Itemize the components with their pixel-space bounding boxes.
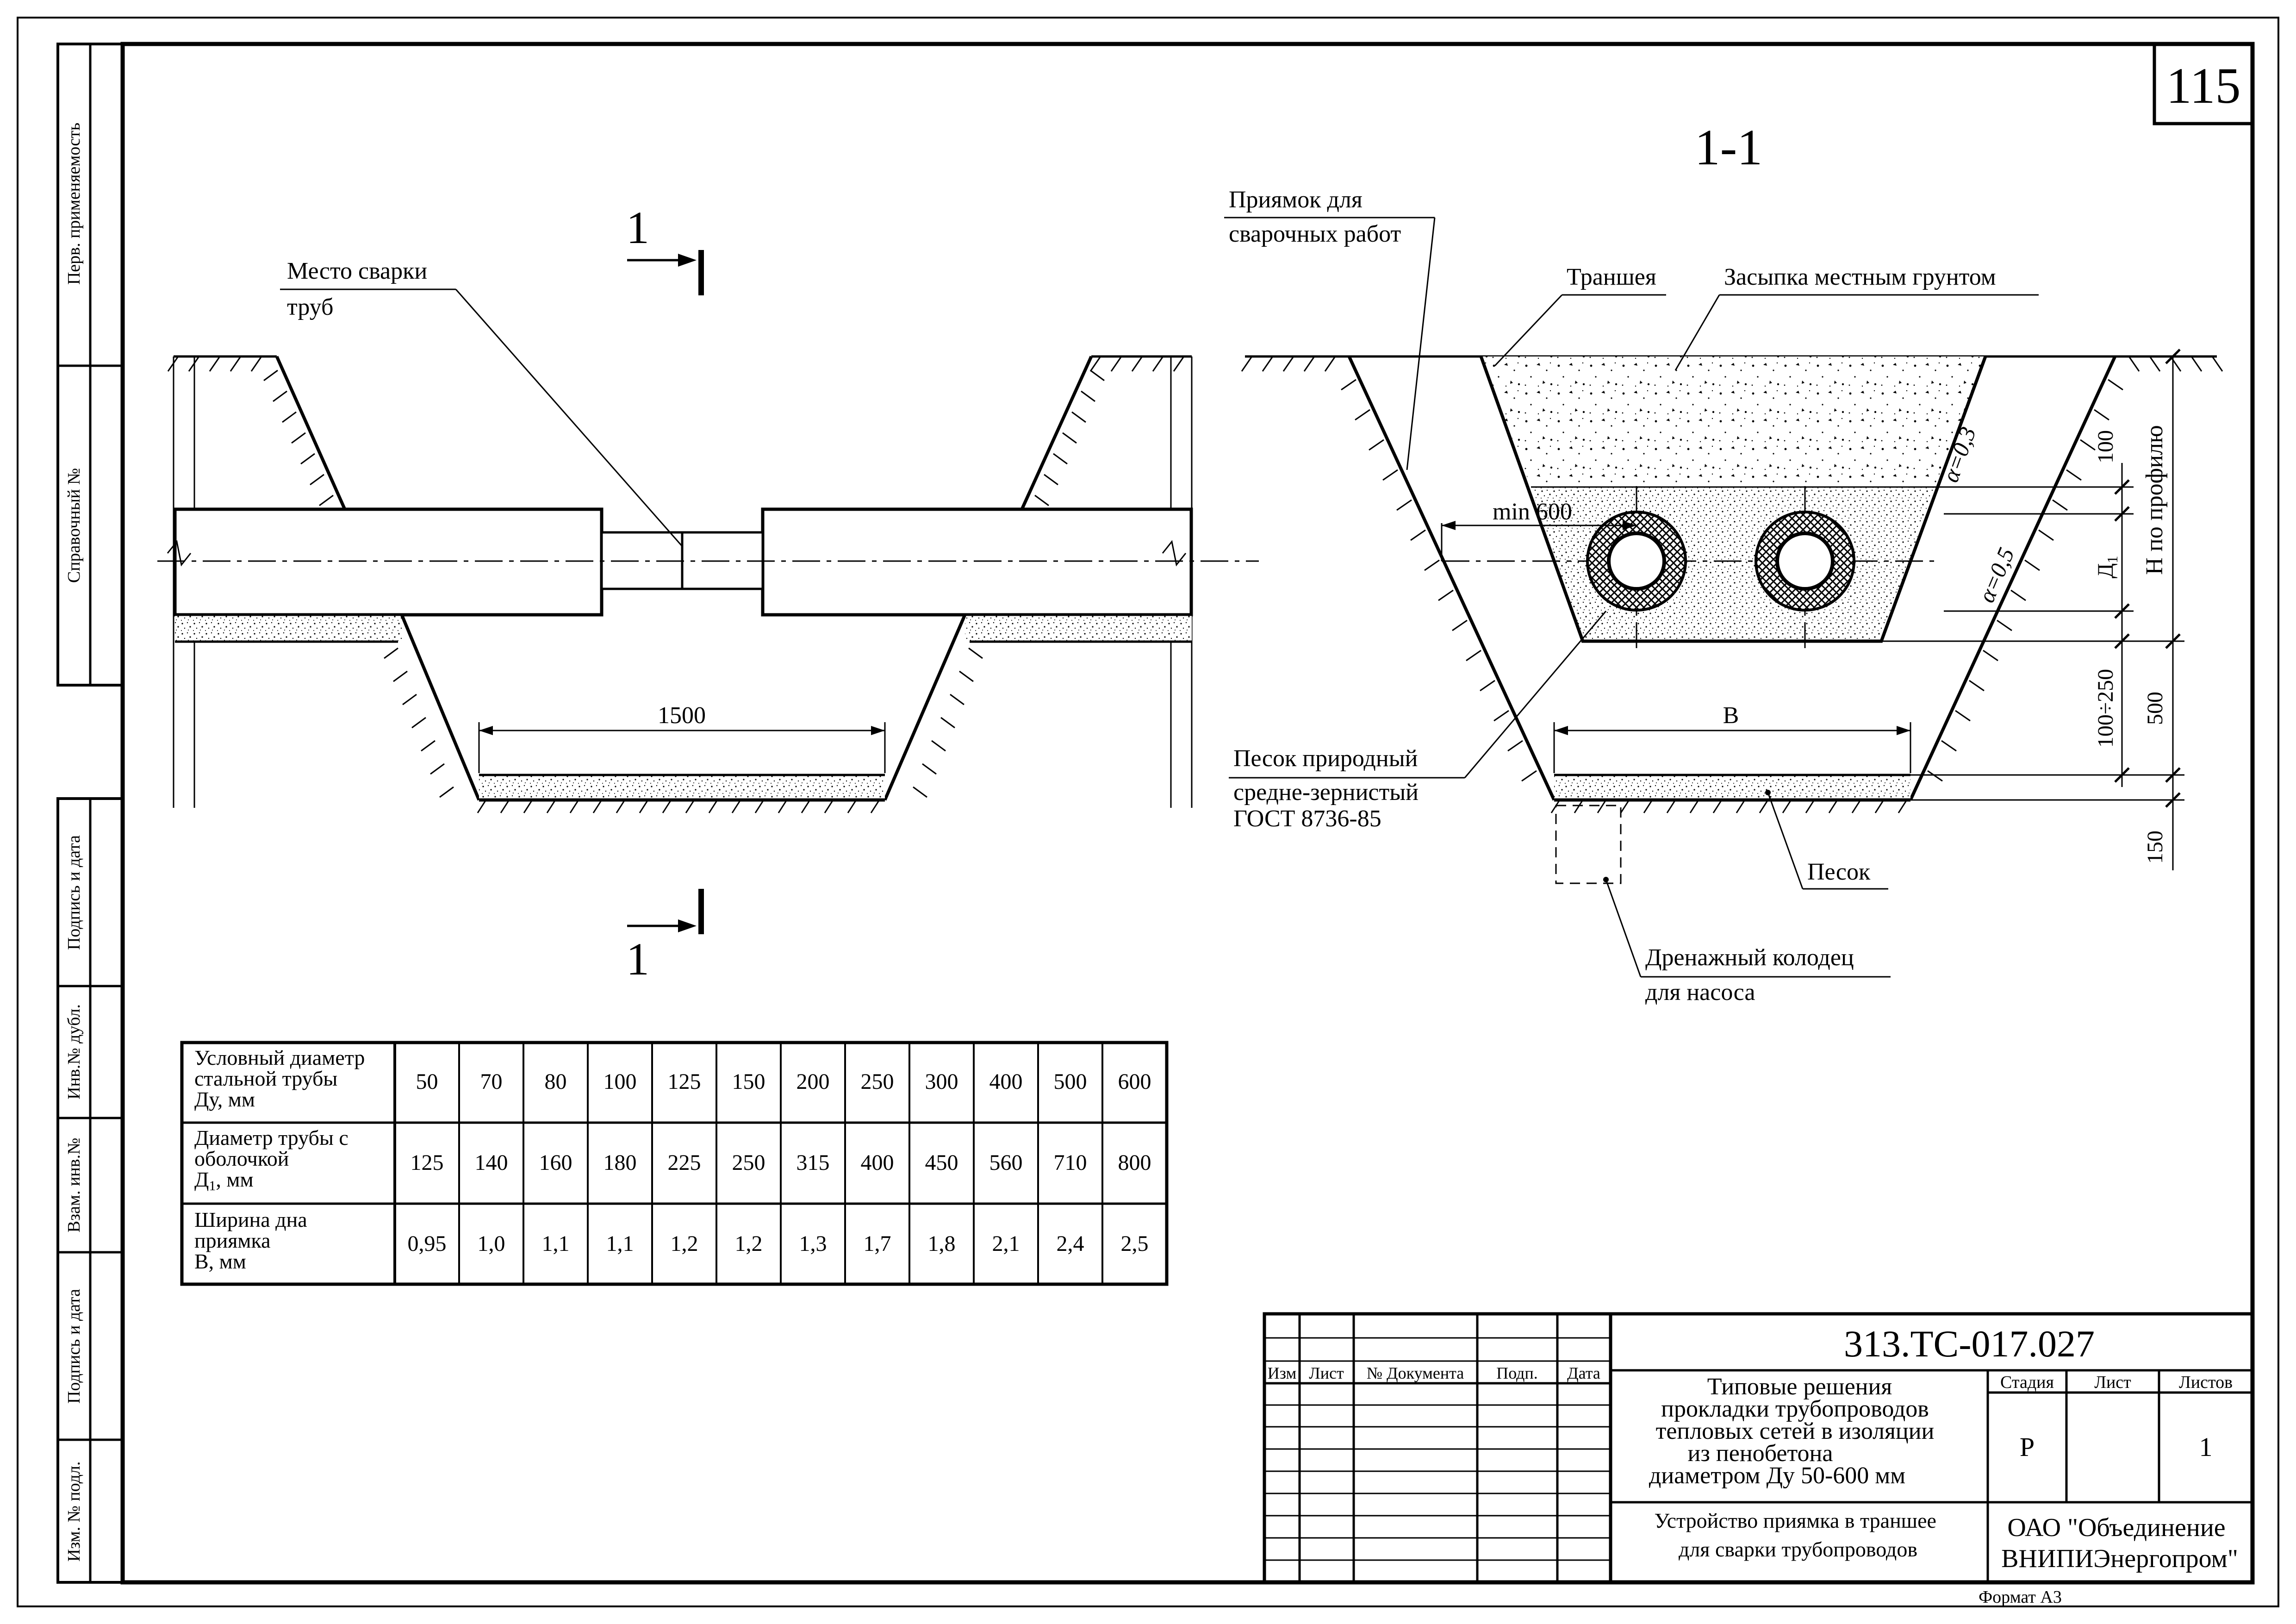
- slope-lower: α=0,5: [1973, 544, 2019, 606]
- stage-value: Р: [2020, 1432, 2035, 1462]
- section-mark-top: 1: [626, 202, 649, 253]
- table-cell: 560: [989, 1150, 1023, 1175]
- weld-label-line2: труб: [287, 294, 333, 320]
- section-mark-bottom: 1: [626, 933, 649, 985]
- table-cell: 125: [668, 1069, 701, 1094]
- table-cell: 0,95: [408, 1231, 447, 1256]
- sheet-format: Формат А3: [1979, 1587, 2062, 1607]
- table-cell: 250: [861, 1069, 894, 1094]
- hdr-list: Лист: [1309, 1364, 1344, 1382]
- hdr-data: Дата: [1567, 1364, 1600, 1382]
- title-block: Изм Лист № Документа Подп. Дата 313.ТС-0…: [1263, 1312, 2254, 1584]
- table-cell: 1,2: [735, 1231, 763, 1256]
- sheet-outer-frame: [17, 17, 2279, 1607]
- document-subtitle: Устройство приямка в траншее для сварки …: [1655, 1509, 1942, 1561]
- table-cell: 100: [604, 1069, 637, 1094]
- section-title: 1-1: [1695, 119, 1763, 175]
- table-cell: 1,3: [799, 1231, 827, 1256]
- min-dim: min 600: [1493, 499, 1572, 525]
- table-cell: 200: [796, 1069, 830, 1094]
- hdr-podp: Подп.: [1496, 1364, 1538, 1382]
- b-dim: В: [1723, 702, 1739, 729]
- hdr-izm: Изм: [1268, 1364, 1297, 1382]
- table-cell: 300: [925, 1069, 958, 1094]
- table-cell: 2,4: [1057, 1231, 1084, 1256]
- sheet-number: 115: [2166, 57, 2241, 114]
- table-cell: 400: [861, 1150, 894, 1175]
- table-cell: 2,5: [1121, 1231, 1149, 1256]
- well-label-line2: для насоса: [1645, 979, 1755, 1006]
- table-cell: 500: [1054, 1069, 1087, 1094]
- hdr-doc: № Документа: [1367, 1364, 1464, 1382]
- plan-width-dim: 1500: [658, 702, 706, 729]
- sheets-value: 1: [2199, 1432, 2213, 1462]
- document-code: 313.ТС-017.027: [1844, 1323, 2095, 1365]
- sand-natural-line1: Песок природный: [1233, 745, 1418, 772]
- plan-view: 1500 Место сварки труб 1 1: [157, 202, 1259, 985]
- table-cell: 140: [475, 1150, 508, 1175]
- table-cell: 225: [668, 1150, 701, 1175]
- dim-h: Н по профилю: [2141, 425, 2168, 575]
- table-cell: 80: [545, 1069, 567, 1094]
- pit-label-line1: Приямок для: [1229, 187, 1363, 213]
- weld-label-line1: Место сварки: [287, 258, 427, 284]
- table-cell: 70: [480, 1069, 503, 1094]
- table-cell: 1,7: [864, 1231, 891, 1256]
- backfill-label: Засыпка местным грунтом: [1724, 264, 1996, 290]
- dim-150: 150: [2143, 831, 2167, 864]
- table-cell: 800: [1118, 1150, 1151, 1175]
- dim-d1: Д1: [2093, 556, 2121, 579]
- stamp-podpis-data-2: Подпись и дата: [64, 1289, 84, 1404]
- table-cell: 1,0: [478, 1231, 505, 1256]
- table-cell: 160: [539, 1150, 572, 1175]
- pit-label-line2: сварочных работ: [1229, 221, 1401, 247]
- table-cell: 1,1: [542, 1231, 570, 1256]
- side-stamp: Перв. применяемость Справочный № Подпись…: [56, 43, 124, 1584]
- table-cell: 1,2: [671, 1231, 698, 1256]
- section-view: 1-1 В: [1224, 119, 2223, 1006]
- dim-100-250: 100÷250: [2093, 669, 2118, 748]
- table-cell: 2,1: [992, 1231, 1020, 1256]
- hdr-stage: Стадия: [2000, 1373, 2054, 1392]
- trench-label: Траншея: [1567, 264, 1656, 290]
- hdr-sheets: Листов: [2179, 1373, 2233, 1392]
- stamp-izm-podl: Изм. № подл.: [64, 1462, 84, 1562]
- document-title: Типовые решения прокладки трубопроводов …: [1649, 1374, 1941, 1489]
- stamp-perv-primen: Перв. применяемость: [64, 123, 84, 285]
- table-cell: 710: [1054, 1150, 1087, 1175]
- sheet-number-box: [2153, 42, 2254, 125]
- table-cell: 400: [989, 1069, 1023, 1094]
- sand-label: Песок: [1807, 859, 1871, 885]
- stamp-sprav-nomer: Справочный №: [64, 468, 84, 583]
- table-cell: 125: [411, 1150, 444, 1175]
- sand-natural-line2: средне-зернистый: [1233, 779, 1419, 806]
- stamp-vzam-inv: Взам. инв.№: [64, 1138, 84, 1233]
- hdr-sheet: Лист: [2094, 1373, 2131, 1392]
- organization: ОАО "Объединение ВНИПИЭнергопром": [2001, 1513, 2238, 1573]
- table-cell: 315: [796, 1150, 830, 1175]
- table-cell: 1,1: [606, 1231, 634, 1256]
- table-cell: 150: [732, 1069, 765, 1094]
- dim-500: 500: [2143, 692, 2167, 725]
- sand-natural-line3: ГОСТ 8736-85: [1233, 806, 1381, 832]
- stamp-podpis-data-1: Подпись и дата: [64, 835, 84, 950]
- table-cell: 1,8: [928, 1231, 956, 1256]
- table-cell: 450: [925, 1150, 958, 1175]
- well-label-line1: Дренажный колодец: [1645, 944, 1854, 971]
- dim-100: 100: [2093, 430, 2118, 463]
- table-cell: 250: [732, 1150, 765, 1175]
- table-cell: 180: [604, 1150, 637, 1175]
- table-cell: 600: [1118, 1069, 1151, 1094]
- stamp-inv-dubl: Инв.№ дубл.: [64, 1004, 84, 1099]
- table-cell: 50: [416, 1069, 438, 1094]
